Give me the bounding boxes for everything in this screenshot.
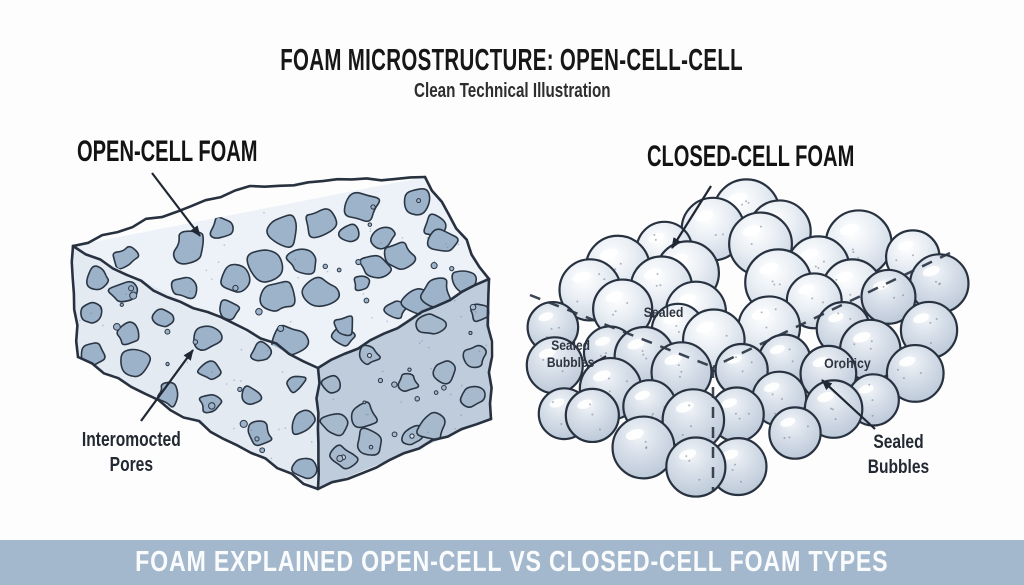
open-cell-foam-block — [70, 175, 494, 491]
banner-title: FOAM EXPLAINED OPEN-CELL VS CLOSED-CELL … — [135, 546, 889, 578]
orohicy-label: Orohicy — [823, 355, 871, 371]
closed-cell-foam-block — [525, 178, 970, 498]
open-cell-heading: OPEN-CELL FOAM — [77, 135, 258, 168]
sealed-bubbles-right-callout: Sealed Bubbles — [867, 432, 929, 478]
sealed-label: Sealed — [644, 304, 684, 320]
interconnected-pores-callout: Interomocted Pores — [81, 429, 181, 476]
bottom-banner: FOAM EXPLAINED OPEN-CELL VS CLOSED-CELL … — [0, 540, 1024, 585]
page-title: FOAM MICROSTRUCTURE: OPEN-CELL-CELL — [0, 42, 1024, 78]
page-subtitle-text: Clean Technical Illustration — [413, 80, 611, 102]
page-subtitle: Clean Technical Illustration — [0, 80, 1024, 103]
sealed-bubbles-left-label: Sealed Bubbles — [547, 337, 595, 370]
closed-cell-heading: CLOSED-CELL FOAM — [647, 140, 855, 173]
page-title-text: FOAM MICROSTRUCTURE: OPEN-CELL-CELL — [280, 42, 744, 77]
annotation-arrows — [140, 172, 876, 430]
